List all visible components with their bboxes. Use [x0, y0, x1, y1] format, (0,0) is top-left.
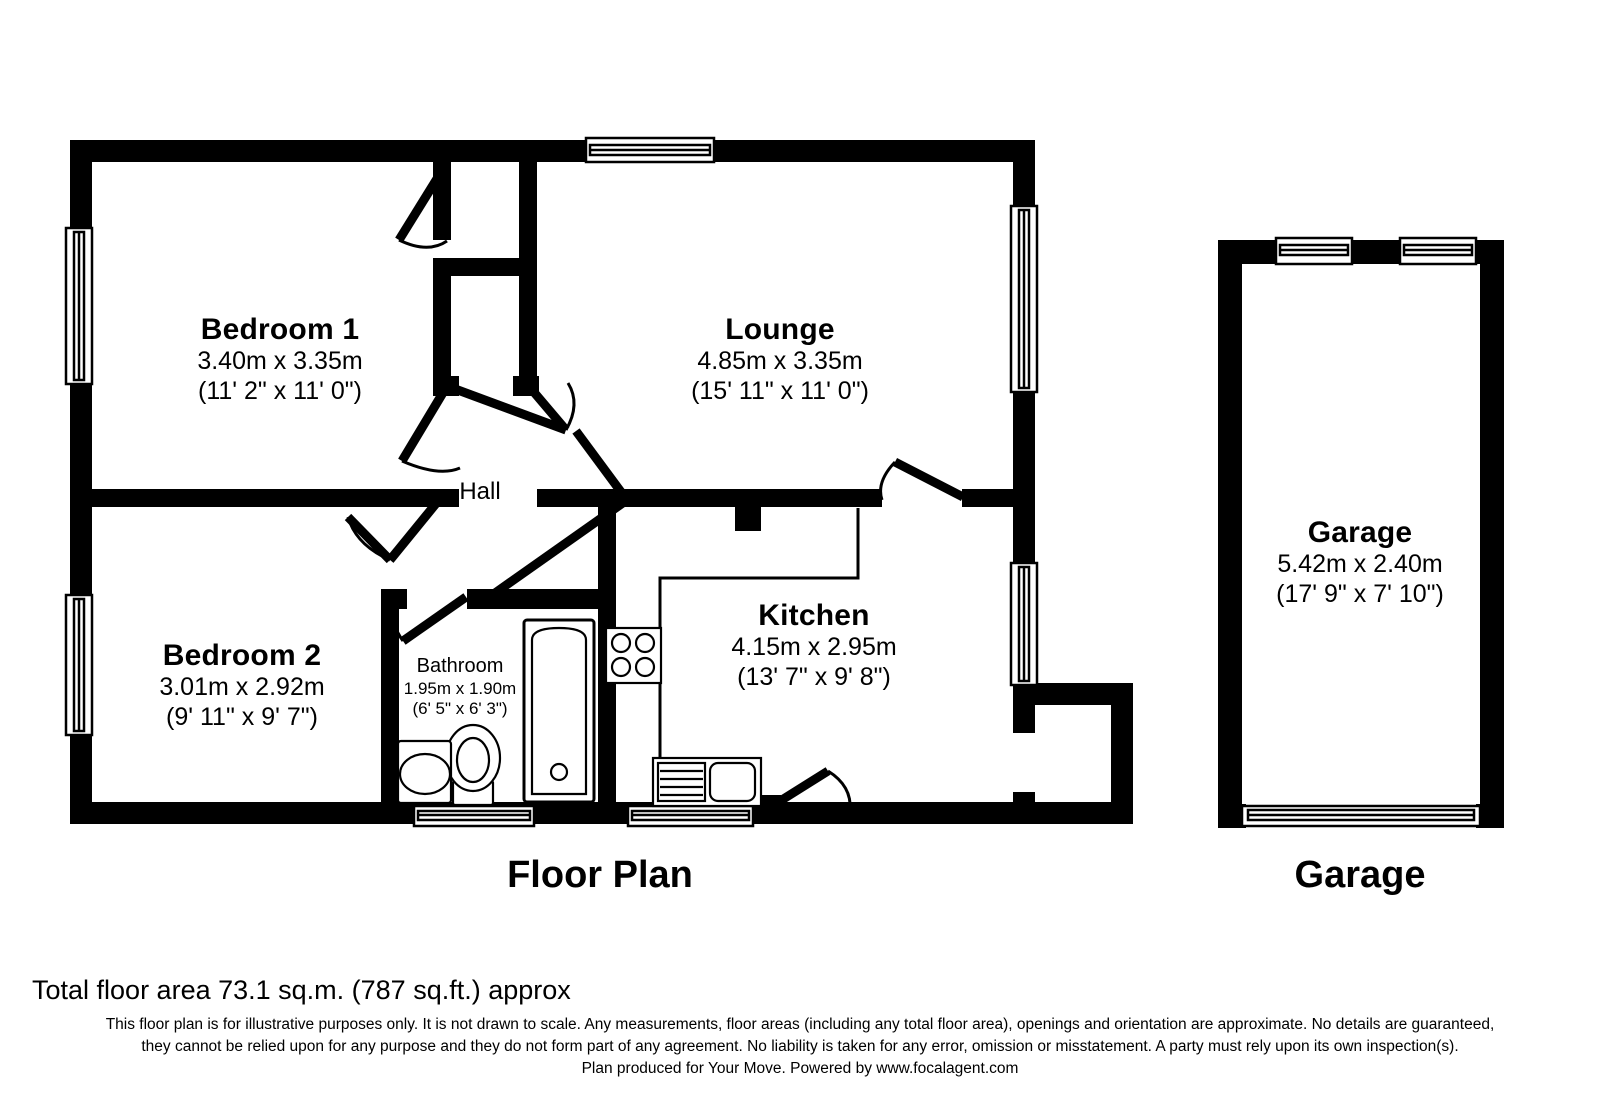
internal-walls — [88, 162, 1035, 824]
room-name-bedroom2: Bedroom 2 — [162, 639, 322, 672]
room-name-bedroom1: Bedroom 1 — [200, 313, 360, 346]
room-name-lounge: Lounge — [725, 313, 835, 346]
kitchen-fixtures — [604, 508, 860, 808]
bathroom-fixtures — [396, 618, 596, 807]
room-label-bedroom2: Bedroom 2 3.01m x 2.92m (9' 11" x 9' 7") — [82, 638, 402, 732]
room-dim-metric-bedroom2: 3.01m x 2.92m — [159, 673, 325, 702]
garage-windows — [1274, 236, 1478, 266]
room-dim-metric-bathroom: 1.95m x 1.90m — [403, 678, 517, 698]
room-dim-imperial-bedroom1: (11' 2" x 11' 0") — [198, 376, 362, 405]
room-dim-metric-lounge: 4.85m x 3.35m — [697, 347, 863, 376]
room-dim-metric-bedroom1: 3.40m x 3.35m — [197, 347, 363, 376]
room-label-garage: Garage 5.42m x 2.40m (17' 9" x 7' 10") — [1210, 515, 1510, 609]
disclaimer: This floor plan is for illustrative purp… — [0, 1014, 1600, 1080]
room-name-kitchen: Kitchen — [758, 599, 870, 632]
garage-walls — [1218, 240, 1504, 828]
total-floor-area: Total floor area 73.1 sq.m. (787 sq.ft.)… — [32, 975, 571, 1005]
main-dwelling-walls — [70, 140, 1133, 824]
room-dim-imperial-lounge: (15' 11" x 11' 0") — [691, 376, 869, 405]
room-dim-imperial-bedroom2: (9' 11" x 9' 7") — [166, 702, 318, 731]
room-name-garage: Garage — [1307, 516, 1413, 549]
disclaimer-line-1: This floor plan is for illustrative purp… — [105, 1016, 1495, 1033]
disclaimer-line-2: they cannot be relied upon for any purpo… — [141, 1038, 1459, 1055]
room-dim-imperial-kitchen: (13' 7" x 9' 8") — [737, 662, 891, 691]
room-label-bathroom: Bathroom 1.95m x 1.90m (6' 5" x 6' 3") — [388, 655, 532, 719]
section-title-garage: Garage — [1294, 854, 1426, 896]
room-label-kitchen: Kitchen 4.15m x 2.95m (13' 7" x 9' 8") — [668, 598, 960, 692]
room-dim-metric-kitchen: 4.15m x 2.95m — [731, 633, 897, 662]
room-name-bathroom: Bathroom — [416, 655, 504, 677]
room-name-hall: Hall — [459, 478, 501, 505]
garage-door — [1240, 804, 1482, 828]
room-dim-imperial-garage: (17' 9" x 7' 10") — [1276, 579, 1444, 608]
section-title-floor-plan: Floor Plan — [507, 854, 693, 896]
room-label-bedroom1: Bedroom 1 3.40m x 3.35m (11' 2" x 11' 0"… — [120, 312, 440, 406]
doors — [344, 166, 966, 812]
disclaimer-line-3: Plan produced for Your Move. Powered by … — [581, 1060, 1019, 1077]
windows — [64, 136, 1039, 828]
room-label-lounge: Lounge 4.85m x 3.35m (15' 11" x 11' 0") — [620, 312, 940, 406]
room-dim-imperial-bathroom: (6' 5" x 6' 3") — [412, 698, 508, 718]
room-dim-metric-garage: 5.42m x 2.40m — [1277, 550, 1443, 579]
